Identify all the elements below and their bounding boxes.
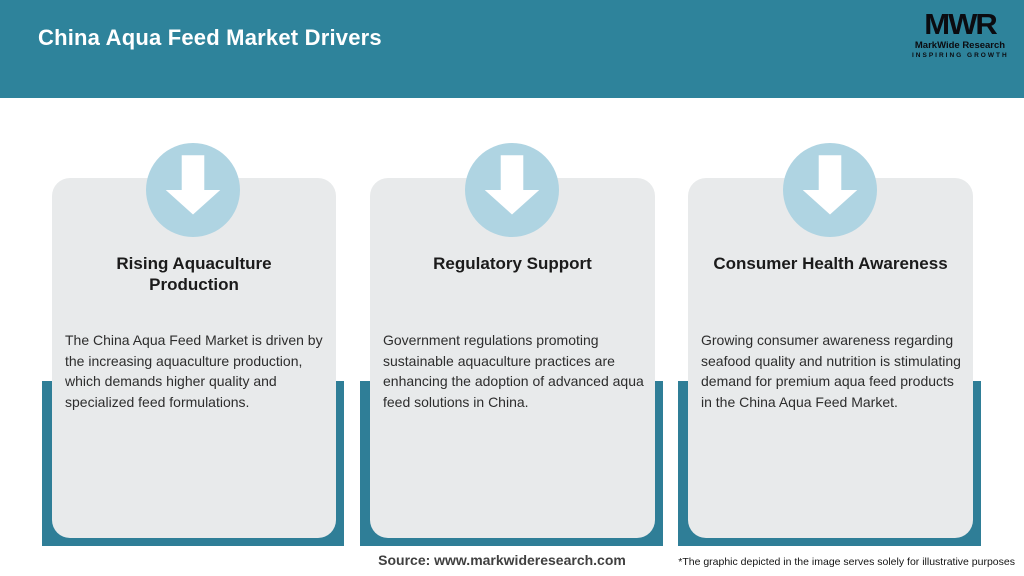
logo-tagline: INSPIRING GROWTH <box>912 52 1009 59</box>
card-title: Consumer Health Awareness <box>713 254 948 273</box>
down-arrow-circle <box>464 143 559 237</box>
card-description: Government regulations promoting sustain… <box>383 332 644 410</box>
logo-acronym: MWR <box>924 8 997 41</box>
card-title: Regulatory Support <box>433 254 592 273</box>
driver-card-consumer-health-awareness: Consumer Health Awareness Growing consum… <box>678 143 981 546</box>
page-title: China Aqua Feed Market Drivers <box>38 25 382 50</box>
card-title: Rising Aquaculture Production <box>116 254 272 295</box>
markwide-logo: MWR MarkWide Research INSPIRING GROWTH <box>912 9 1008 59</box>
disclaimer-text: *The graphic depicted in the image serve… <box>678 556 1015 568</box>
source-text: Source: www.markwideresearch.com <box>378 552 626 568</box>
card-body <box>688 178 973 538</box>
down-arrow-icon <box>165 155 221 215</box>
card-description: The China Aqua Feed Market is driven by … <box>65 332 323 410</box>
down-arrow-circle <box>146 143 240 237</box>
down-arrow-icon <box>802 155 857 215</box>
header-bar: China Aqua Feed Market Drivers MWR MarkW… <box>0 0 1024 98</box>
card-description: Growing consumer awareness regarding sea… <box>701 332 961 410</box>
card-body <box>52 178 336 538</box>
logo-name: MarkWide Research <box>914 40 1006 51</box>
driver-card-rising-aquaculture-production: Rising Aquaculture Production The China … <box>42 143 344 546</box>
driver-card-regulatory-support: Regulatory Support Government regulation… <box>360 143 663 546</box>
down-arrow-circle <box>782 143 877 237</box>
down-arrow-icon <box>484 155 539 215</box>
card-body <box>370 178 655 538</box>
